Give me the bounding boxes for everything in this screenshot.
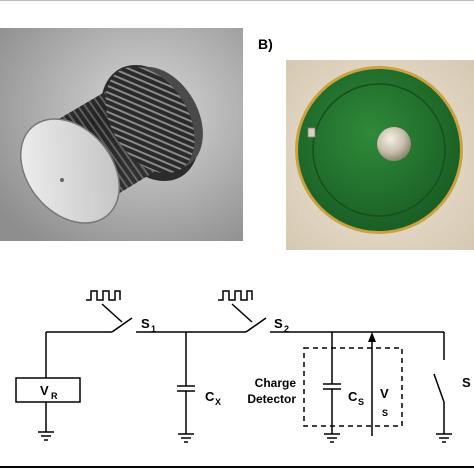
- vs-label-sub: S: [382, 408, 388, 418]
- s-label: S: [462, 375, 471, 390]
- switch-s1: [111, 317, 133, 333]
- cx-label-sub: X: [215, 397, 221, 407]
- s2-label-sub: 2: [284, 324, 289, 334]
- reference-voltage-box: [15, 377, 81, 403]
- switch-s: [433, 373, 445, 403]
- charge-detector-label-line1: Charge: [255, 376, 297, 390]
- vr-label-main: V: [40, 383, 49, 398]
- vr-label-sub: R: [51, 391, 58, 401]
- cs-label-main: C: [348, 389, 358, 404]
- s1-label-sub: 1: [151, 324, 156, 334]
- cx-label-main: C: [205, 389, 215, 404]
- control-arrow-1: [101, 303, 123, 323]
- charge-detector-box: [303, 347, 403, 427]
- switch-s2: [245, 317, 267, 333]
- panel-b-label: B): [258, 36, 273, 52]
- charge-detector-label-line2: Detector: [247, 392, 296, 406]
- circuit-diagram: V R S 1 S 2 C X C S V S S Charge Detecto…: [15, 290, 471, 443]
- metal-cylinder-sensor-photo: [0, 28, 243, 241]
- ground-icon: [38, 431, 452, 443]
- pulse-waveform-2: [218, 290, 253, 301]
- vs-label-main: V: [380, 386, 389, 401]
- s2-label-main: S: [274, 316, 283, 331]
- control-arrow-2: [231, 303, 253, 323]
- s1-label-main: S: [141, 316, 150, 331]
- bottom-rule: [0, 466, 474, 468]
- green-circular-pcb-photo: [286, 60, 474, 250]
- cs-label-sub: S: [358, 397, 364, 407]
- pulse-waveform-1: [86, 290, 121, 301]
- top-rule: [0, 0, 474, 1]
